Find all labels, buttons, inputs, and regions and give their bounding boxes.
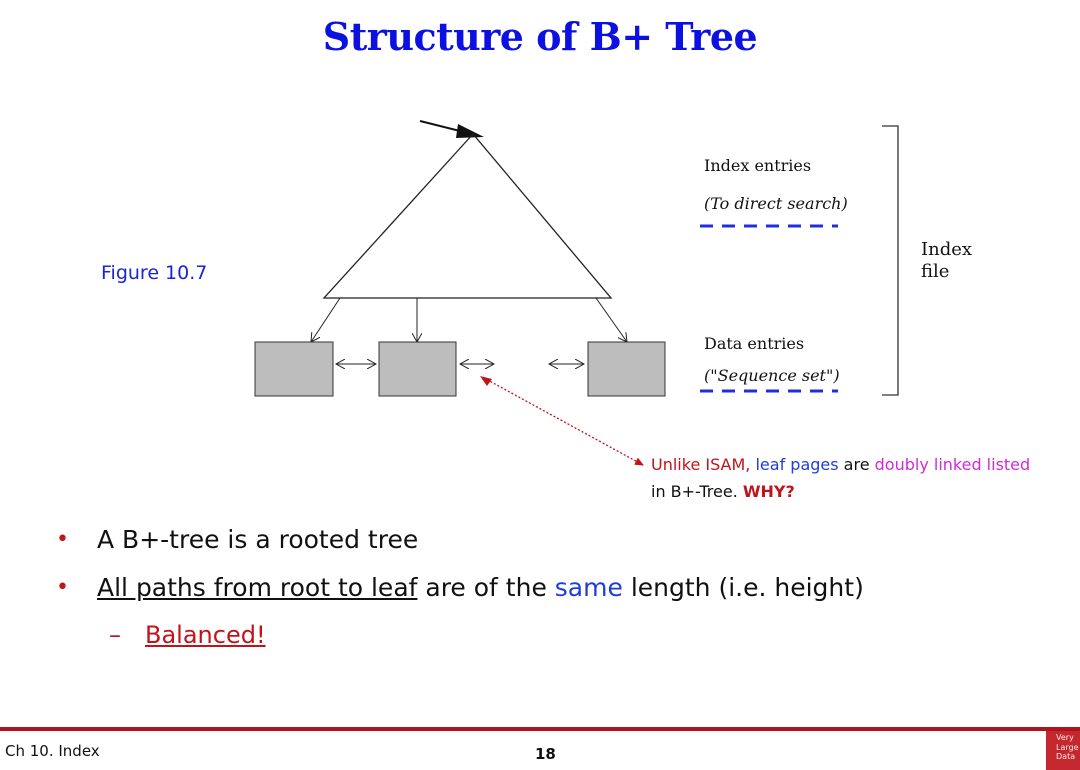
leaf-page <box>254 341 334 397</box>
note-unlike-isam: Unlike ISAM, <box>651 455 756 474</box>
child-pointers <box>311 297 627 342</box>
sub-bullet-text: Balanced! <box>145 621 266 649</box>
index-file-line2: file <box>921 261 950 282</box>
vld-logo: Very Large Data <box>1046 731 1080 770</box>
data-entries-note: ("Sequence set") <box>704 366 840 385</box>
bullet-2-highlight: same <box>554 573 623 602</box>
annotation-note: Unlike ISAM, leaf pages are doubly linke… <box>651 451 1030 505</box>
index-entries-note: (To direct search) <box>704 194 848 213</box>
note-are: are <box>838 455 875 474</box>
note-in-bplus-tree: in B+-Tree. <box>651 482 743 501</box>
slide-title: Structure of B+ Tree <box>322 14 758 59</box>
index-file-bracket <box>882 125 899 396</box>
annotation-line-1: Unlike ISAM, leaf pages are doubly linke… <box>651 451 1030 478</box>
figure-label: Figure 10.7 <box>101 262 208 284</box>
leaf-page <box>587 341 666 397</box>
bullet-2-mid: are of the <box>417 573 555 602</box>
data-entries-label: Data entries <box>704 334 805 353</box>
bullet-marker: • <box>56 575 69 600</box>
footer-divider <box>0 727 1080 731</box>
index-file-label: Index file <box>921 239 972 283</box>
bullet-2-end: length (i.e. height) <box>622 573 864 602</box>
note-doubly-linked: doubly linked listed <box>874 455 1031 474</box>
note-leaf-pages: leaf pages <box>755 455 839 474</box>
bullet-marker: • <box>56 527 69 552</box>
index-entries-label: Index entries <box>704 156 812 175</box>
logo-line-2: Large <box>1056 742 1079 752</box>
bplus-tree-diagram <box>254 120 899 466</box>
footer-chapter: Ch 10. Index <box>5 742 100 760</box>
bullet-text-2: All paths from root to leaf are of the s… <box>97 570 864 606</box>
note-why: WHY? <box>742 482 795 501</box>
index-file-line1: Index <box>921 239 973 260</box>
logo-line-3: Data <box>1056 752 1076 761</box>
annotation-arrowhead <box>480 376 492 386</box>
leaf-page <box>378 341 457 397</box>
bullet-2-underlined: All paths from root to leaf <box>97 573 418 602</box>
root-pointer-arrow <box>419 120 484 138</box>
logo-line-1: Very <box>1056 733 1074 742</box>
annotation-line-2: in B+-Tree. WHY? <box>651 478 1030 505</box>
index-triangle <box>322 133 613 299</box>
sub-bullet-dash: – <box>109 621 121 649</box>
bullet-text-1: A B+-tree is a rooted tree <box>97 525 419 554</box>
page-number: 18 <box>535 745 556 763</box>
